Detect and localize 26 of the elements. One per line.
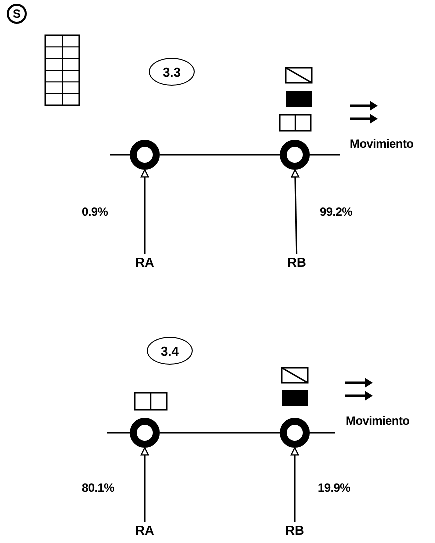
case-number: 3.3	[162, 66, 182, 78]
case-number: 3.4	[160, 344, 180, 358]
direction-label: Movimiento	[350, 138, 414, 150]
arrow	[140, 447, 150, 522]
roller-ring	[280, 418, 310, 448]
reaction-label: RB	[288, 256, 306, 268]
reaction-label: RA	[136, 524, 154, 536]
case-oval	[147, 337, 193, 365]
roller-ring	[130, 418, 160, 448]
connector-line	[160, 154, 280, 156]
step-badge	[7, 4, 27, 24]
case-oval	[149, 58, 195, 86]
percentage-label: 80.1%	[82, 482, 115, 494]
roller-ring	[130, 140, 160, 170]
roller-ring	[280, 140, 310, 170]
percentage-label: 0.9%	[82, 206, 108, 218]
percentage-label: 19.9%	[318, 482, 351, 494]
reaction-label: RA	[136, 256, 154, 268]
connector-line	[160, 432, 280, 434]
arrow	[140, 169, 150, 254]
reaction-label: RB	[286, 524, 304, 536]
direction-label: Movimiento	[346, 415, 410, 427]
percentage-label: 99.2%	[320, 206, 353, 218]
case-number: S	[12, 8, 21, 20]
arrow	[291, 169, 300, 254]
arrow	[290, 447, 300, 522]
